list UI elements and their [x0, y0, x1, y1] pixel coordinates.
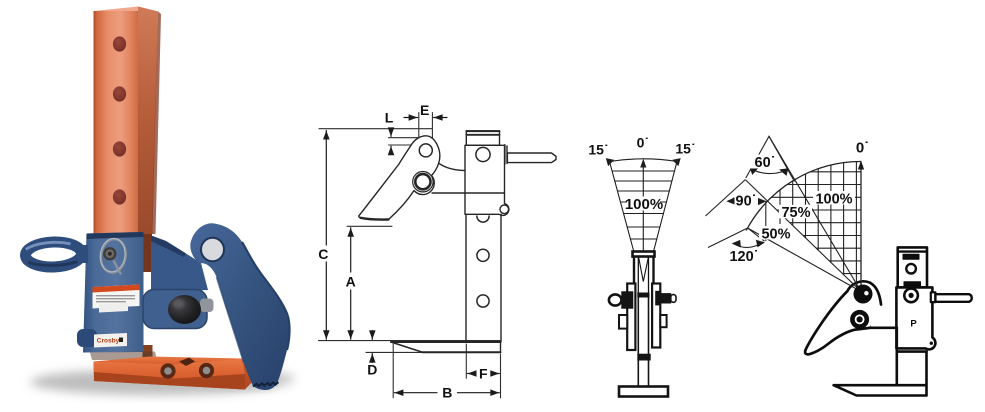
svg-text:E: E [420, 102, 429, 118]
svg-text:A: A [346, 274, 356, 290]
svg-text:F: F [479, 365, 488, 381]
svg-text:L: L [385, 110, 394, 126]
svg-text:50%: 50% [761, 227, 790, 243]
svg-text:75%: 75% [781, 205, 810, 221]
svg-text:D: D [367, 361, 377, 377]
svg-text:P: P [910, 319, 917, 330]
svg-text:15˙: 15˙ [588, 142, 608, 158]
svg-text:60˙: 60˙ [755, 155, 776, 171]
svg-text:15˙: 15˙ [675, 141, 695, 157]
svg-text:120˙: 120˙ [729, 249, 758, 265]
svg-text:90˙: 90˙ [736, 194, 757, 210]
svg-text:100%: 100% [815, 191, 852, 207]
svg-text:Crosby: Crosby [97, 338, 120, 345]
svg-text:0˙: 0˙ [856, 139, 869, 156]
svg-text:C: C [318, 246, 328, 262]
svg-text:B: B [442, 384, 452, 400]
svg-text:0˙: 0˙ [637, 135, 649, 151]
svg-text:100%: 100% [625, 196, 663, 213]
